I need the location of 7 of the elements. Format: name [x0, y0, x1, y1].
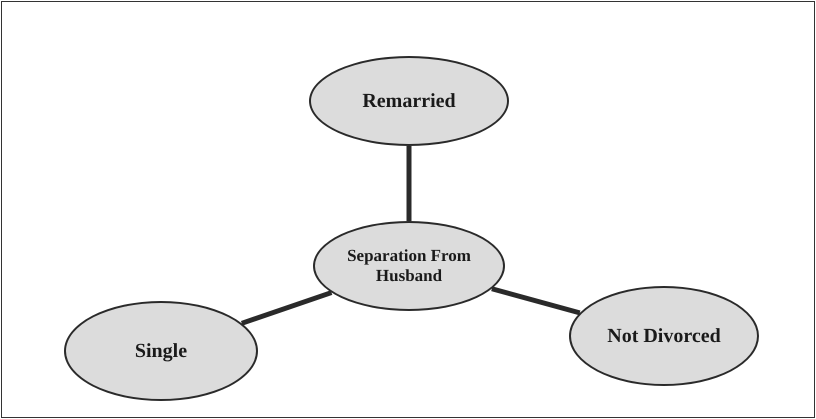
connector-line [240, 290, 332, 326]
node-label: Not Divorced [607, 324, 721, 348]
node-label: Separation From Husband [346, 246, 472, 286]
node-label: Single [134, 339, 188, 363]
node-label: Remarried [362, 89, 456, 113]
connector-line [406, 146, 412, 221]
connector-line [491, 286, 580, 316]
